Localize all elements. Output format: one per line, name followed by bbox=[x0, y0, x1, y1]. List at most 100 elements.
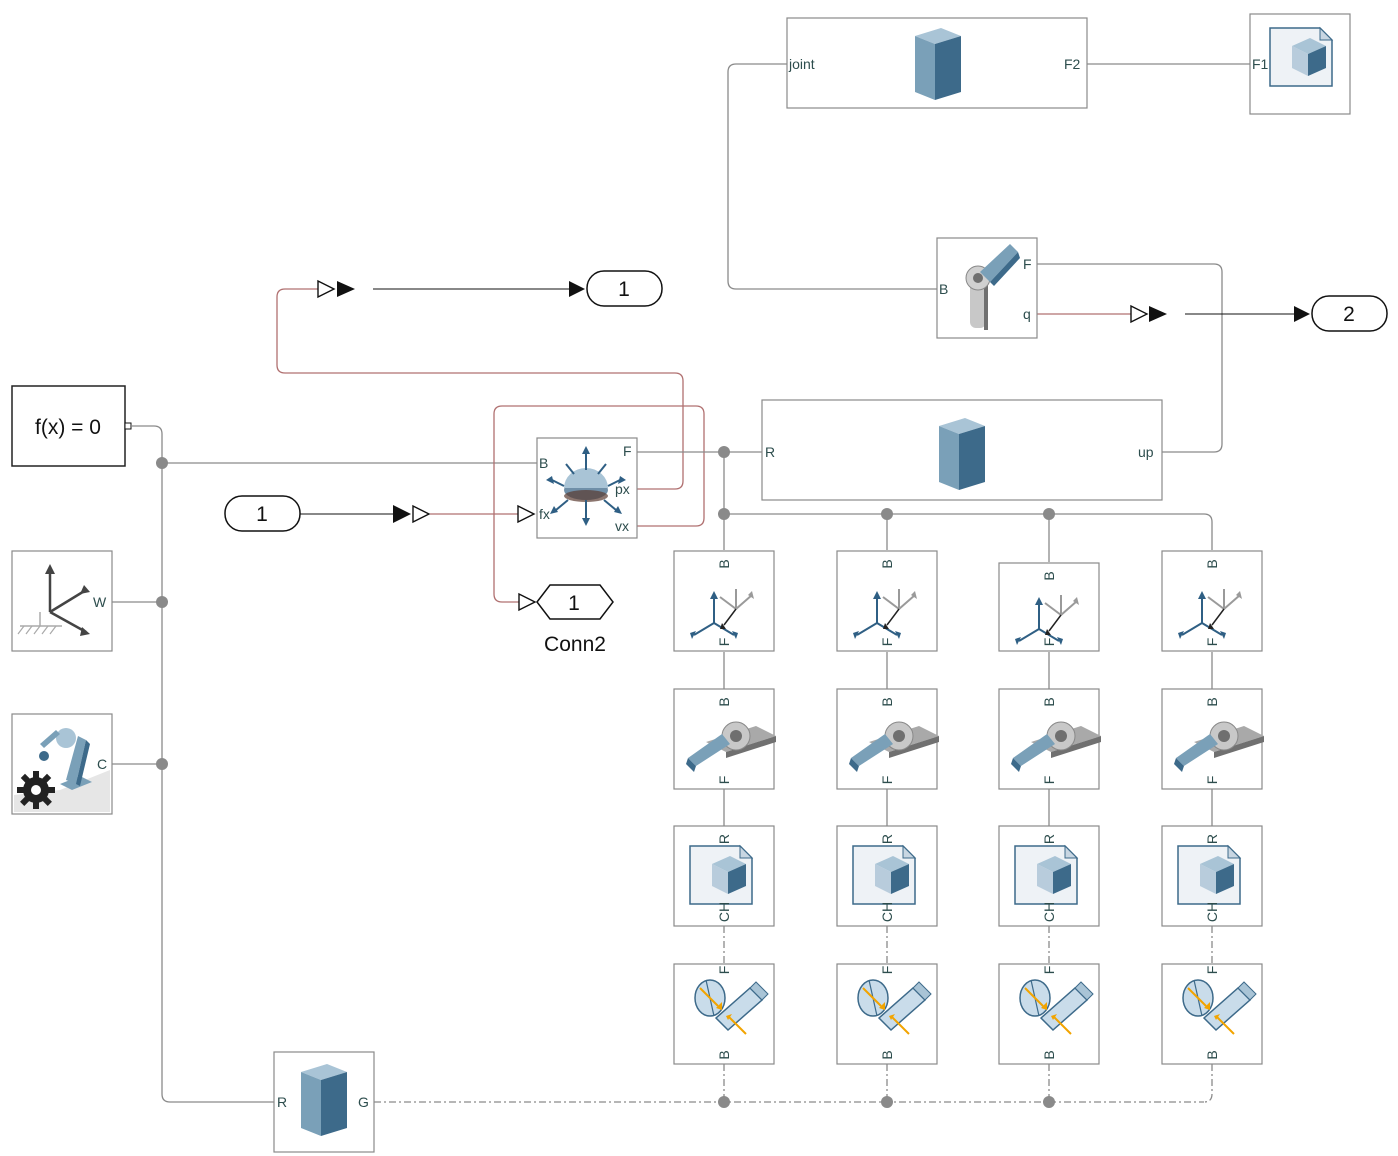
spatial-contact-block[interactable] bbox=[836, 963, 938, 1065]
rigid-transform-block[interactable] bbox=[836, 550, 938, 652]
arrow-head bbox=[1294, 306, 1310, 322]
port-b-label: B bbox=[879, 697, 895, 706]
wire-joint-to-revolute bbox=[727, 63, 937, 290]
port-joint-label: joint bbox=[788, 56, 815, 72]
port-b-label: B bbox=[716, 559, 732, 568]
port-b-label: B bbox=[879, 559, 895, 568]
file-solid-block[interactable] bbox=[673, 825, 775, 927]
revolute-joint-block[interactable] bbox=[998, 688, 1102, 790]
port-f2-label: F2 bbox=[1064, 56, 1081, 72]
file-solid-block[interactable] bbox=[1161, 825, 1263, 927]
port-b-label: B bbox=[1204, 559, 1220, 568]
port-w-label: W bbox=[93, 594, 107, 610]
main-solid-block[interactable]: R up bbox=[761, 399, 1163, 501]
port-b-label: B bbox=[539, 455, 548, 471]
inport-1[interactable]: 1 bbox=[224, 495, 301, 532]
file-solid-block[interactable] bbox=[836, 825, 938, 927]
port-r-label: R bbox=[765, 444, 775, 460]
conn2-number: 1 bbox=[568, 592, 580, 615]
wire-revolute-f-to-up bbox=[1037, 263, 1223, 453]
port-vx-label: vx bbox=[615, 518, 629, 534]
spatial-contact-block[interactable] bbox=[998, 963, 1100, 1065]
file-solid-icon bbox=[1014, 845, 1078, 905]
rigid-transform-block[interactable] bbox=[673, 550, 775, 652]
multi-dof-joint-icon bbox=[546, 446, 626, 526]
column-links bbox=[374, 652, 1213, 1103]
port-f-label: F bbox=[879, 638, 895, 647]
mechanism-configuration-block[interactable]: C bbox=[11, 713, 113, 815]
revolute-joint-block[interactable] bbox=[673, 688, 777, 790]
revolute-joint-block[interactable] bbox=[836, 688, 940, 790]
converter-triangle bbox=[393, 505, 411, 523]
converter-triangle bbox=[412, 504, 431, 524]
port-f-label: F bbox=[1041, 966, 1057, 975]
port-fx-label: fx bbox=[539, 506, 550, 522]
port-f-label: F bbox=[716, 966, 732, 975]
rigid-transform-block[interactable] bbox=[998, 562, 1100, 652]
ground-solid-block[interactable]: R G bbox=[273, 1051, 375, 1153]
junction-node bbox=[1043, 1096, 1055, 1108]
file-solid-block[interactable] bbox=[998, 825, 1100, 927]
file-solid-icon bbox=[689, 845, 753, 905]
port-b-label: B bbox=[716, 1050, 732, 1059]
outport-1[interactable]: 1 bbox=[586, 270, 663, 307]
prismatic-joint-block[interactable]: B F px vx fx bbox=[536, 437, 638, 539]
file-solid-icon bbox=[1177, 845, 1241, 905]
leg-column-2 bbox=[836, 550, 940, 1065]
port-r-label: R bbox=[277, 1094, 287, 1110]
port-c-label: C bbox=[97, 756, 107, 772]
port-b-label: B bbox=[1204, 697, 1220, 706]
port-f-label: F bbox=[1041, 776, 1057, 785]
port-r-label: R bbox=[879, 834, 895, 844]
revolute-joint-icon bbox=[965, 244, 1020, 330]
revolute-joint-block[interactable] bbox=[1161, 688, 1265, 790]
outport-2[interactable]: 2 bbox=[1311, 295, 1388, 332]
leg-column-3 bbox=[998, 562, 1102, 1065]
rigid-transform-block[interactable] bbox=[1161, 550, 1263, 652]
converter-triangle bbox=[337, 281, 355, 297]
port-r-label: R bbox=[716, 834, 732, 844]
port-b-label: B bbox=[716, 697, 732, 706]
top-solid-block[interactable]: joint F2 bbox=[786, 17, 1088, 109]
port-q-label: q bbox=[1023, 306, 1031, 322]
solver-configuration-block[interactable]: f(x) = 0 bbox=[11, 385, 132, 467]
gear-icon bbox=[17, 771, 55, 809]
spatial-contact-block[interactable] bbox=[673, 963, 775, 1065]
wire-vx-signal bbox=[493, 405, 705, 603]
converter-triangle bbox=[1149, 306, 1167, 322]
converter-triangle bbox=[317, 279, 336, 299]
port-f-label: F bbox=[879, 776, 895, 785]
cuboid-icon bbox=[301, 1064, 347, 1136]
file-solid-icon bbox=[852, 845, 916, 905]
connection-port-conn2[interactable]: 1 Conn2 bbox=[536, 584, 614, 656]
port-b-label: B bbox=[1041, 571, 1057, 580]
outport-1-label: 1 bbox=[618, 278, 630, 301]
file-solid-block-top[interactable]: F1 bbox=[1249, 13, 1351, 115]
port-f-label: F bbox=[623, 443, 632, 459]
port-r-label: R bbox=[1041, 834, 1057, 844]
port-f-label: F bbox=[716, 638, 732, 647]
world-frame-block[interactable]: W bbox=[11, 550, 113, 652]
port-r-label: R bbox=[1204, 834, 1220, 844]
port-ch-label: CH bbox=[879, 902, 895, 922]
port-f-label: F bbox=[1041, 638, 1057, 647]
revolute-joint-block[interactable]: B F q bbox=[936, 237, 1038, 339]
port-b-label: B bbox=[1041, 697, 1057, 706]
port-ch-label: CH bbox=[1204, 902, 1220, 922]
port-f-label: F bbox=[879, 966, 895, 975]
port-up-label: up bbox=[1138, 444, 1154, 460]
robot-arm-icon bbox=[39, 728, 92, 790]
port-b-label: B bbox=[939, 281, 948, 297]
conn2-caption: Conn2 bbox=[544, 633, 606, 656]
port-b-label: B bbox=[1041, 1050, 1057, 1059]
converter-triangle bbox=[518, 592, 537, 612]
port-f-label: F bbox=[1204, 966, 1220, 975]
arrow-head bbox=[569, 281, 585, 297]
spatial-contact-block[interactable] bbox=[1161, 963, 1263, 1065]
world-frame-icon bbox=[17, 564, 90, 636]
equation-label: f(x) = 0 bbox=[35, 416, 101, 439]
port-b-label: B bbox=[1204, 1050, 1220, 1059]
converter-triangle bbox=[517, 504, 536, 524]
port-f1-label: F1 bbox=[1252, 56, 1269, 72]
